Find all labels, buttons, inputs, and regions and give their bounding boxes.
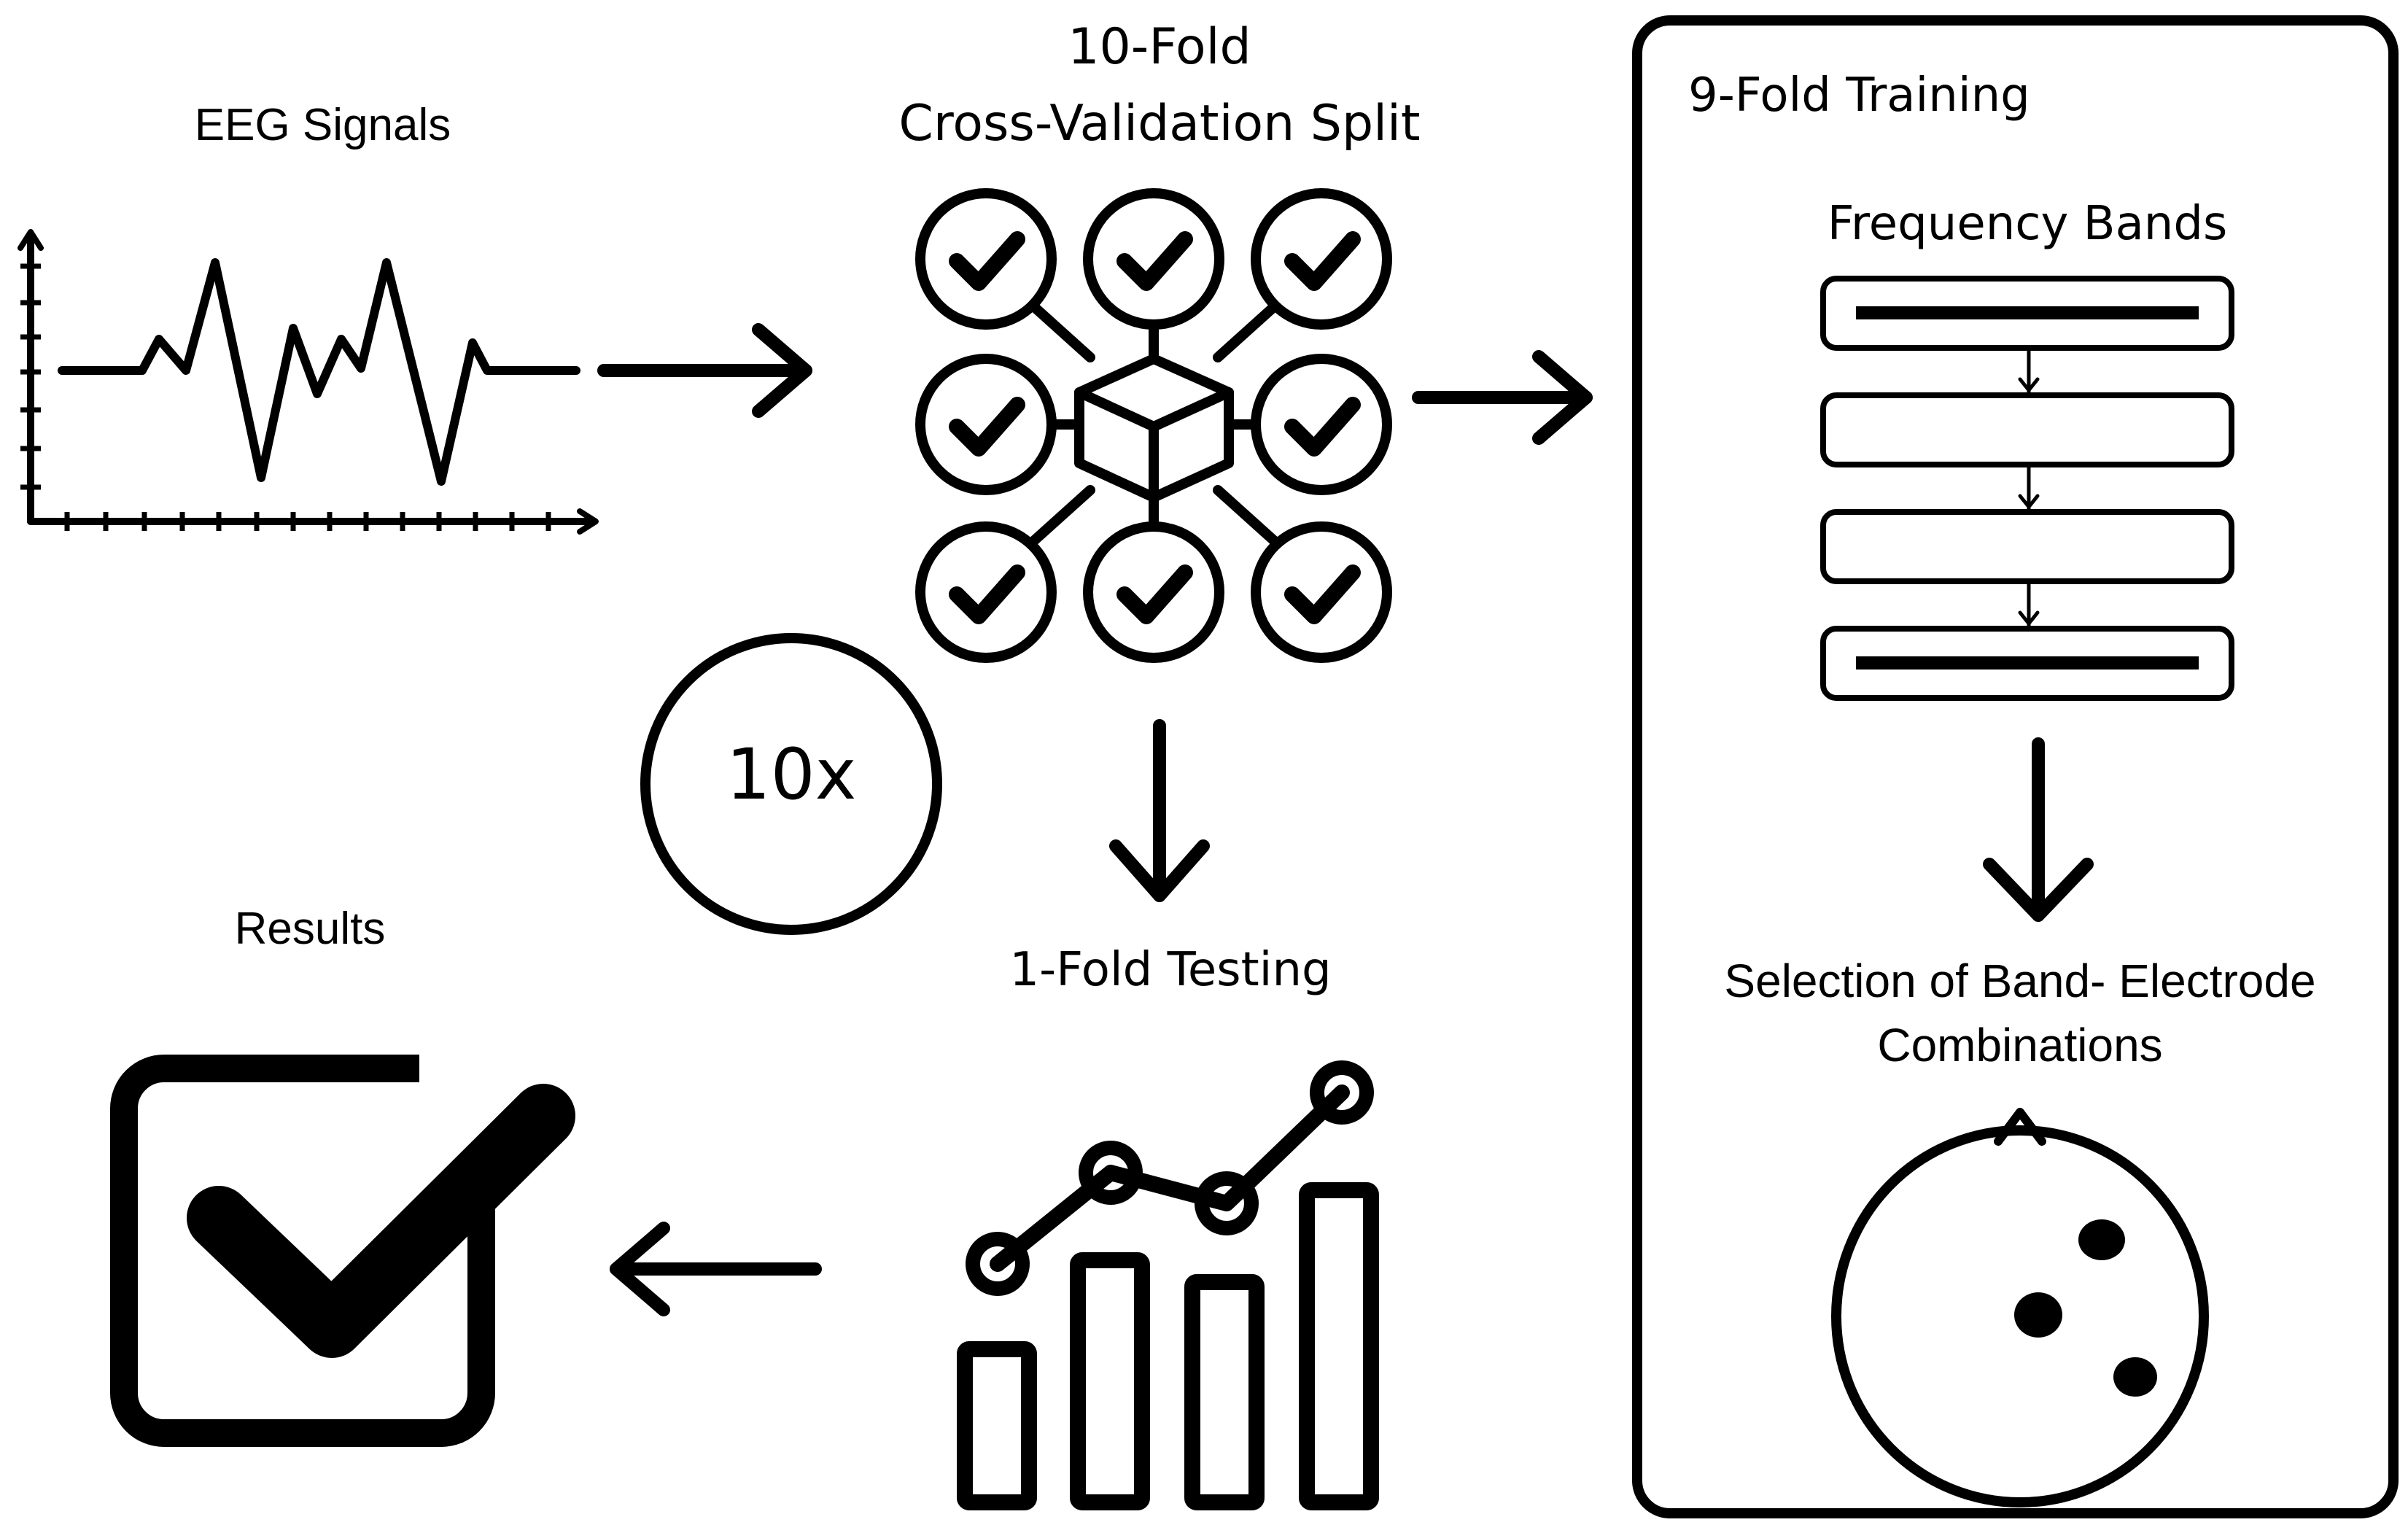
one-fold-testing-label: 1-Fold Testing (1009, 943, 1332, 997)
frequency-bands-label: Frequency Bands (1827, 197, 2228, 251)
arrow-cv-to-training (1412, 350, 1593, 445)
arrow-testing-to-results (610, 1222, 822, 1316)
arrow-eeg-to-cv (597, 323, 812, 418)
results-label: Results (234, 904, 386, 954)
head-electrodes-icon (1831, 1108, 2209, 1507)
selection-label-line2: Combinations (1877, 1019, 2163, 1071)
nine-fold-training-label: 9-Fold Training (1688, 69, 2030, 123)
cube-network-icon (915, 188, 1392, 663)
frequency-bands-icon (1820, 276, 2234, 701)
repeat-count-label: 10x (726, 734, 857, 815)
repeat-circle (640, 633, 942, 935)
arrow-bands-to-selection (1983, 737, 2094, 922)
checkbox-checked-icon (110, 1028, 575, 1447)
eeg-signals-label: EEG Signals (194, 100, 451, 150)
arrow-cv-to-testing (1109, 719, 1210, 902)
cube-icon (1074, 354, 1234, 502)
training-panel (1632, 15, 2399, 1518)
selection-label-line1: Selection of Band- Electrode (1724, 955, 2316, 1007)
bar-line-chart-icon (957, 1060, 1379, 1510)
cv-split-title-line2: Cross-Validation Split (898, 95, 1421, 152)
cv-split-title-line1: 10-Fold (1068, 18, 1251, 76)
eeg-signal-icon (18, 229, 599, 535)
